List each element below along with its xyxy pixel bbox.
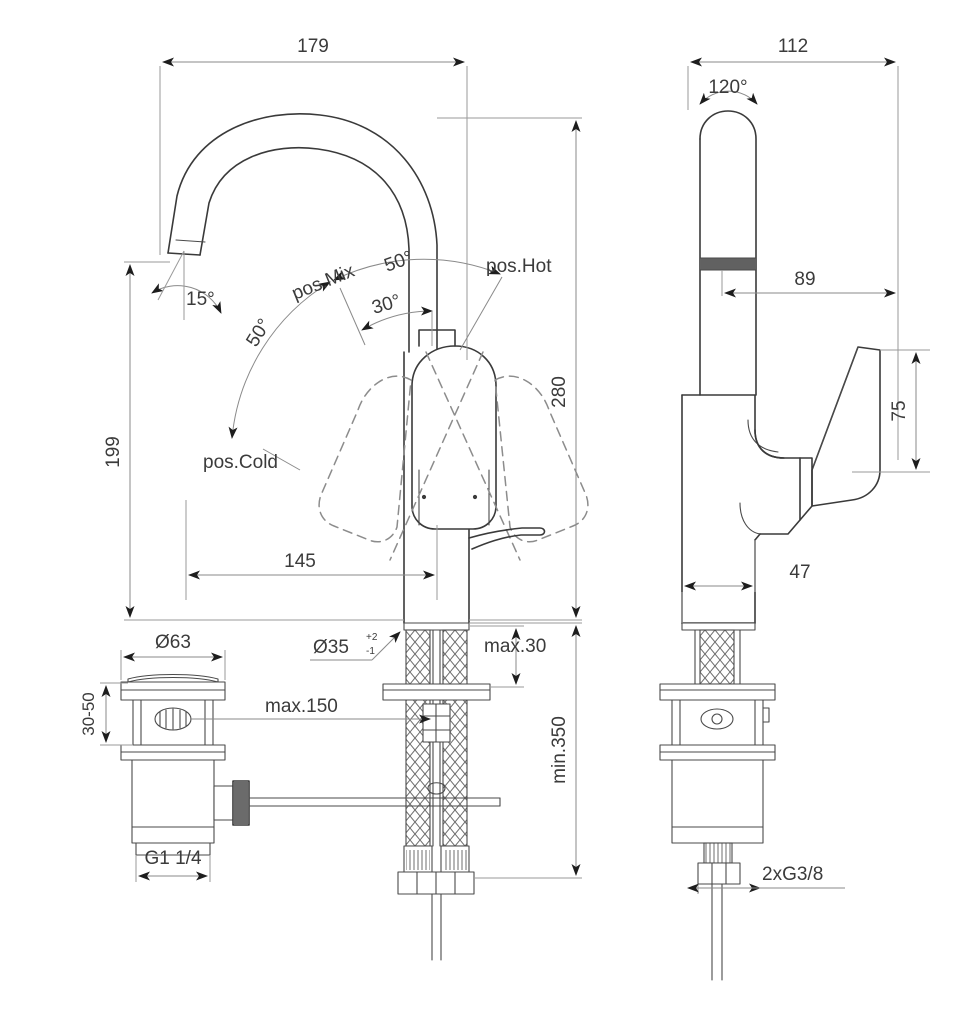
dim-max150: max.150: [265, 696, 338, 717]
front-view-spout: [167, 113, 438, 353]
angle-30: 30°: [370, 291, 403, 319]
waste-view-object: [120, 673, 501, 856]
dim-max30: max.30: [484, 636, 546, 657]
dim-d35: Ø35: [313, 637, 349, 658]
dim-min350: min.350: [549, 716, 570, 784]
dim-2xg38: 2xG3/8: [762, 864, 823, 885]
dim-47: 47: [789, 562, 810, 583]
dim-89: 89: [794, 269, 815, 290]
dim-199: 199: [103, 436, 124, 468]
front-view-body: [318, 329, 589, 624]
angle-120: 120°: [708, 77, 747, 98]
dim-30-50: 30-50: [79, 692, 98, 735]
dim-75: 75: [889, 400, 910, 421]
dim-d63: Ø63: [155, 632, 191, 653]
dim-g1-1-4: G1 1/4: [144, 848, 201, 869]
side-view-object: [659, 110, 881, 981]
angle-50-right: 50°: [382, 247, 416, 277]
callout-pos-cold: pos.Cold: [203, 452, 278, 473]
side-view-dimensions: 112 120° 89 75 47 2xG3/8: [681, 36, 930, 894]
dim-d35-tol-lower: -1: [366, 646, 375, 657]
angle-15: 15°: [186, 289, 215, 310]
dim-145: 145: [284, 551, 316, 572]
dim-112: 112: [778, 36, 808, 57]
waste-view-dimensions: Ø63 30-50 max.150 G1 1/4: [79, 632, 431, 882]
front-view-shank-hoses: [382, 622, 491, 961]
dim-280: 280: [549, 376, 570, 408]
front-view-dimensions: 179 199 280 145 Ø35 +2 -1 max.30 min.350: [103, 36, 582, 879]
dim-179: 179: [297, 36, 329, 57]
callout-pos-hot: pos.Hot: [486, 256, 552, 277]
dim-d35-tol-upper: +2: [366, 632, 378, 643]
callout-pos-mix: pos.Mix: [289, 260, 358, 304]
angle-50-left: 50°: [242, 315, 275, 350]
